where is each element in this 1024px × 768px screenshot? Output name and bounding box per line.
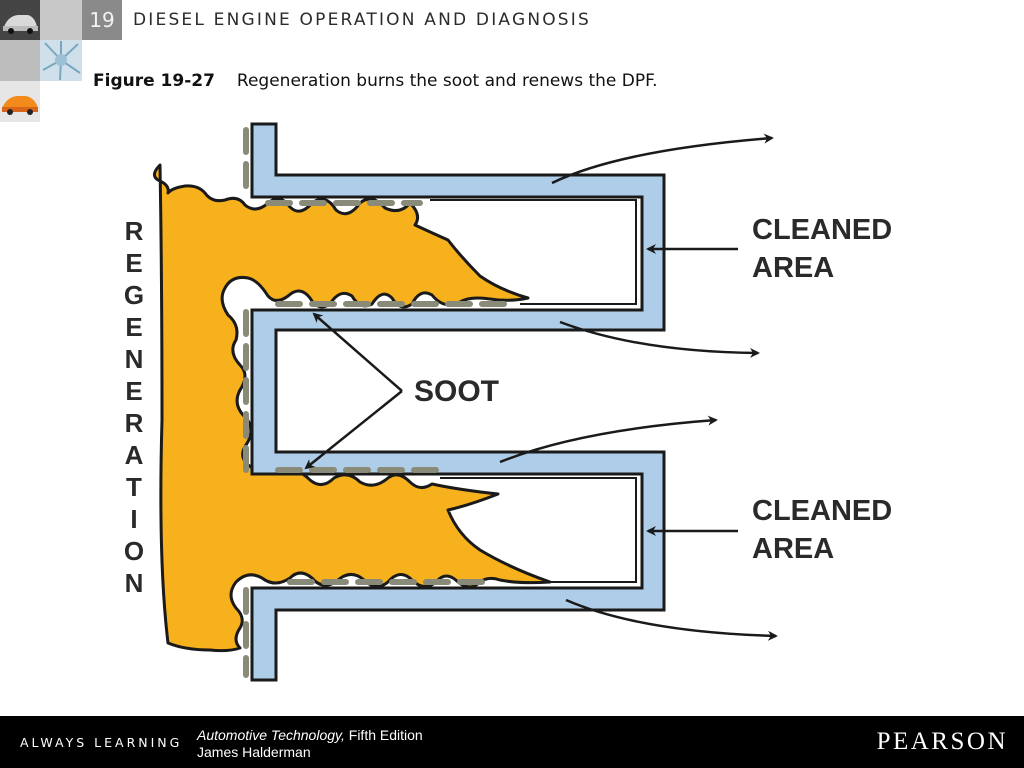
book-edition: Fifth Edition bbox=[348, 727, 423, 743]
flow-arrow-out-bottom bbox=[565, 598, 778, 641]
soot-label: SOOT bbox=[414, 375, 499, 408]
book-title: Automotive Technology, bbox=[197, 727, 345, 743]
regeneration-letter: O bbox=[124, 536, 144, 566]
book-author: James Halderman bbox=[197, 744, 311, 760]
car-thumbnail-orange bbox=[0, 81, 40, 122]
filter-wall bbox=[250, 122, 666, 682]
regeneration-letter: R bbox=[125, 216, 144, 246]
figure-label: Figure 19-27 bbox=[93, 71, 215, 91]
cleaned-area-top-line1: CLEANED bbox=[752, 214, 892, 246]
chapter-number: 19 bbox=[82, 0, 122, 40]
regeneration-letter: R bbox=[125, 408, 144, 438]
flow-arrow-out-middle bbox=[559, 320, 760, 358]
inner-channel-top bbox=[430, 199, 637, 305]
soot-arrow-up bbox=[312, 312, 403, 392]
caption-text: Regeneration burns the soot and renews t… bbox=[236, 71, 658, 91]
gray-thumbnail-2 bbox=[0, 40, 40, 81]
regeneration-letter: N bbox=[125, 568, 144, 598]
flow-arrow-out-top bbox=[551, 133, 774, 185]
regeneration-letter: T bbox=[126, 472, 142, 502]
regeneration-letter: N bbox=[125, 344, 144, 374]
publisher-logo: PEARSON bbox=[876, 728, 1008, 755]
regeneration-letter: E bbox=[125, 376, 142, 406]
flame-shape bbox=[153, 163, 552, 653]
book-info: Automotive Technology, Fifth Edition Jam… bbox=[197, 727, 423, 761]
cleaned-area-bottom-line2: AREA bbox=[752, 533, 834, 565]
soot-pointer-arrows bbox=[304, 312, 403, 470]
figure-caption: Figure 19-27 Regeneration burns the soot … bbox=[93, 71, 658, 91]
regeneration-letter: E bbox=[125, 248, 142, 278]
regeneration-letter: E bbox=[125, 312, 142, 342]
regeneration-letter: G bbox=[124, 280, 144, 310]
soot-arrow-down bbox=[304, 390, 403, 470]
cleaned-pointer-arrows bbox=[646, 244, 738, 536]
footer-bar: ALWAYS LEARNING Automotive Technology, F… bbox=[0, 716, 1024, 768]
footer-slogan: ALWAYS LEARNING bbox=[20, 735, 183, 750]
cleaned-area-labels: CLEANED AREA CLEANED AREA bbox=[752, 214, 892, 565]
cleaned-area-bottom-line1: CLEANED bbox=[752, 495, 892, 527]
turbine-thumbnail bbox=[40, 40, 82, 81]
gray-thumbnail bbox=[40, 0, 82, 40]
regeneration-letter: I bbox=[130, 504, 137, 534]
dpf-regeneration-diagram: R E G E N E R A T I O N SOOT CLEANED ARE… bbox=[124, 122, 892, 682]
cleaned-area-top-line2: AREA bbox=[752, 252, 834, 284]
thumbnail-strip bbox=[0, 0, 82, 122]
blank-thumbnail bbox=[40, 81, 82, 122]
exhaust-flow-arrows bbox=[499, 133, 778, 641]
regeneration-letter: A bbox=[125, 440, 144, 470]
car-thumbnail-silver bbox=[0, 0, 40, 40]
soot-deposits bbox=[243, 127, 513, 678]
flow-arrow-in-middle bbox=[499, 415, 718, 464]
inner-channel-bottom bbox=[440, 477, 637, 583]
chapter-title: DIESEL ENGINE OPERATION AND DIAGNOSIS bbox=[133, 10, 592, 30]
regeneration-label: R E G E N E R A T I O N bbox=[124, 216, 144, 598]
